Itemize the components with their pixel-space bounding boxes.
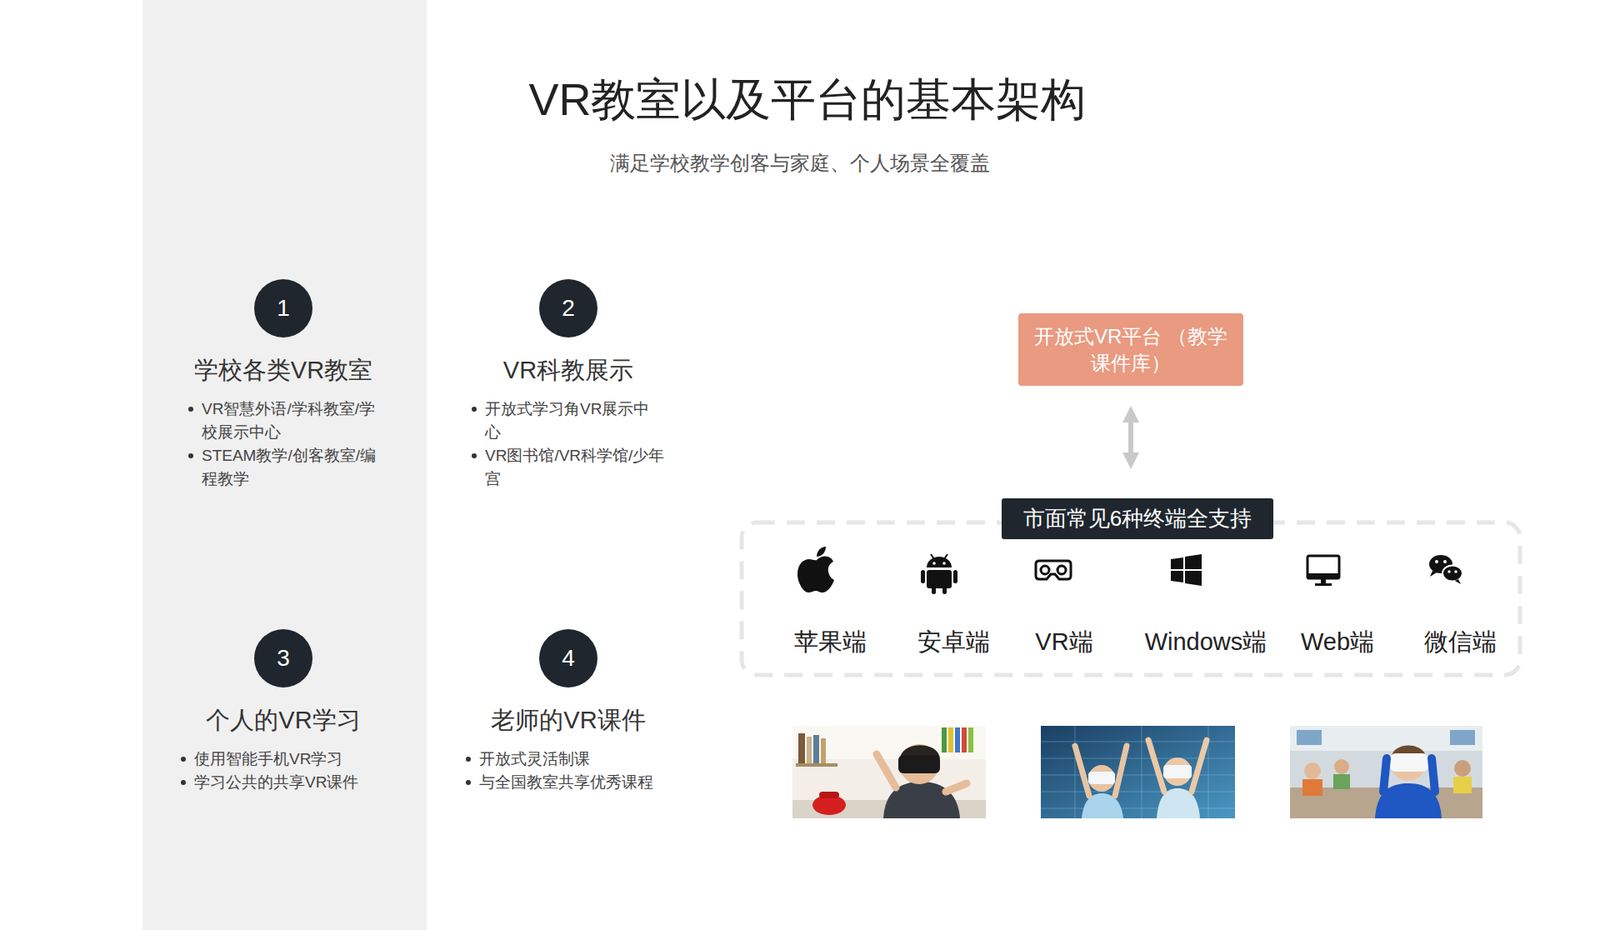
number-circle: 2 [539,279,598,338]
bullet-row: 使用智能手机VR学习 [180,747,386,771]
windows-icon [1170,554,1202,586]
bullet-text: STEAM教学/创客教室/编程教学 [201,444,379,491]
callout-number: 3 [276,646,290,670]
terminal-label: 苹果端 [794,625,867,660]
bullet-dot [180,780,186,785]
panel-heading: 市面常见6种终端全支持 [1023,504,1252,534]
bullet-row: VR智慧外语/学科教室/学校展示中心 [188,397,379,445]
subtitle: 满足学校教学创客与家庭、个人场景全覆盖 [610,150,990,177]
bullet-list: 使用智能手机VR学习学习公共的共享VR课件 [180,747,386,795]
number-circle: 4 [539,629,598,688]
photo-kids-vr [1040,725,1235,819]
bullet-text: 开放式灵活制课 [479,747,671,771]
terminal-label: Windows端 [1145,625,1268,660]
dashed-border [741,522,1520,675]
number-circle: 3 [254,629,313,688]
bullet-row: 与全国教室共享优秀课程 [465,770,671,795]
item-heading: VR科教展示 [503,354,634,388]
platform-text: 开放式VR平台 （教学课件库） [1033,323,1229,375]
bullet-row: 学习公共的共享VR课件 [180,770,386,795]
bullet-text: 与全国教室共享优秀课程 [479,770,671,795]
item-heading: 个人的VR学习 [205,704,360,738]
bullet-row: 开放式学习角VR展示中心 [471,397,665,445]
bullet-list: VR智慧外语/学科教室/学校展示中心STEAM教学/创客教室/编程教学 [188,397,379,491]
panel-heading-box: 市面常见6种终端全支持 [1001,498,1274,540]
item-heading: 老师的VR课件 [490,704,645,738]
callout-number: 4 [561,646,575,670]
photo-classroom-vr [1290,725,1483,819]
bullet-dot [465,756,471,762]
numbered-item: 2VR科教展示开放式学习角VR展示中心VR图书馆/VR科学馆/少年宫 [443,279,694,491]
bullet-list: 开放式学习角VR展示中心VR图书馆/VR科学馆/少年宫 [471,397,665,491]
android-icon [920,554,958,595]
terminal-label: Web端 [1300,625,1375,660]
numbered-item: 3 个人的VR学习使用智能手机VR学习学习公共的共享VR课件 [158,629,409,795]
item-heading: 学校各类VR教室 [194,354,373,388]
callout-number: 1 [276,296,290,320]
bullet-list: 开放式灵活制课与全国教室共享优秀课程 [465,747,671,795]
bullet-row: 开放式灵活制课 [465,747,671,771]
bullet-dot [180,756,186,762]
bullet-text: VR图书馆/VR科学馆/少年宫 [485,444,665,491]
terminal-label: VR端 [1035,625,1093,660]
terminal-label: 安卓端 [917,625,990,660]
bullet-dot [465,780,471,785]
web-icon [1307,555,1340,586]
terminal-label: 微信端 [1424,625,1497,660]
terminal-panel: 市面常见6种终端全支持苹果端 安卓端 VR端 Windows端 Web端 微信端 [739,498,1523,678]
numbered-item: 4 老师的VR课件开放式灵活制课与全国教室共享优秀课程 [443,629,694,795]
callout-number: 2 [561,296,575,320]
apple-icon [797,546,835,593]
vr-icon [1035,560,1071,580]
page-title: VR教室以及平台的基本架构 [528,70,1086,131]
bullet-text: VR智慧外语/学科教室/学校展示中心 [201,397,379,445]
photo-kid-vr [792,725,986,819]
double-arrow [1128,420,1134,455]
bullet-dot [188,406,194,412]
bullet-dot [471,406,477,412]
bullet-row: VR图书馆/VR科学馆/少年宫 [471,444,665,491]
bullet-dot [188,453,194,459]
platform-box: 开放式VR平台 （教学课件库） [1018,313,1244,386]
bullet-text: 学习公共的共享VR课件 [194,770,386,795]
title-row: VR教室以及平台的基本架构 [0,70,1600,131]
bullet-row: STEAM教学/创客教室/编程教学 [188,444,379,491]
numbered-item: 1 学校各类VR教室 VR智慧外语/学科教室/学校展示中心STEAM教学/创客教室/… [158,279,409,491]
number-circle: 1 [254,279,313,338]
side-panel [142,0,427,930]
bullet-text: 使用智能手机VR学习 [194,747,386,771]
bullet-text: 开放式学习角VR展示中心 [485,397,665,445]
bullet-dot [471,453,477,459]
wechat-icon [1429,555,1463,585]
label-row: 满足学校教学创客与家庭、个人场景全覆盖 [0,150,1600,177]
